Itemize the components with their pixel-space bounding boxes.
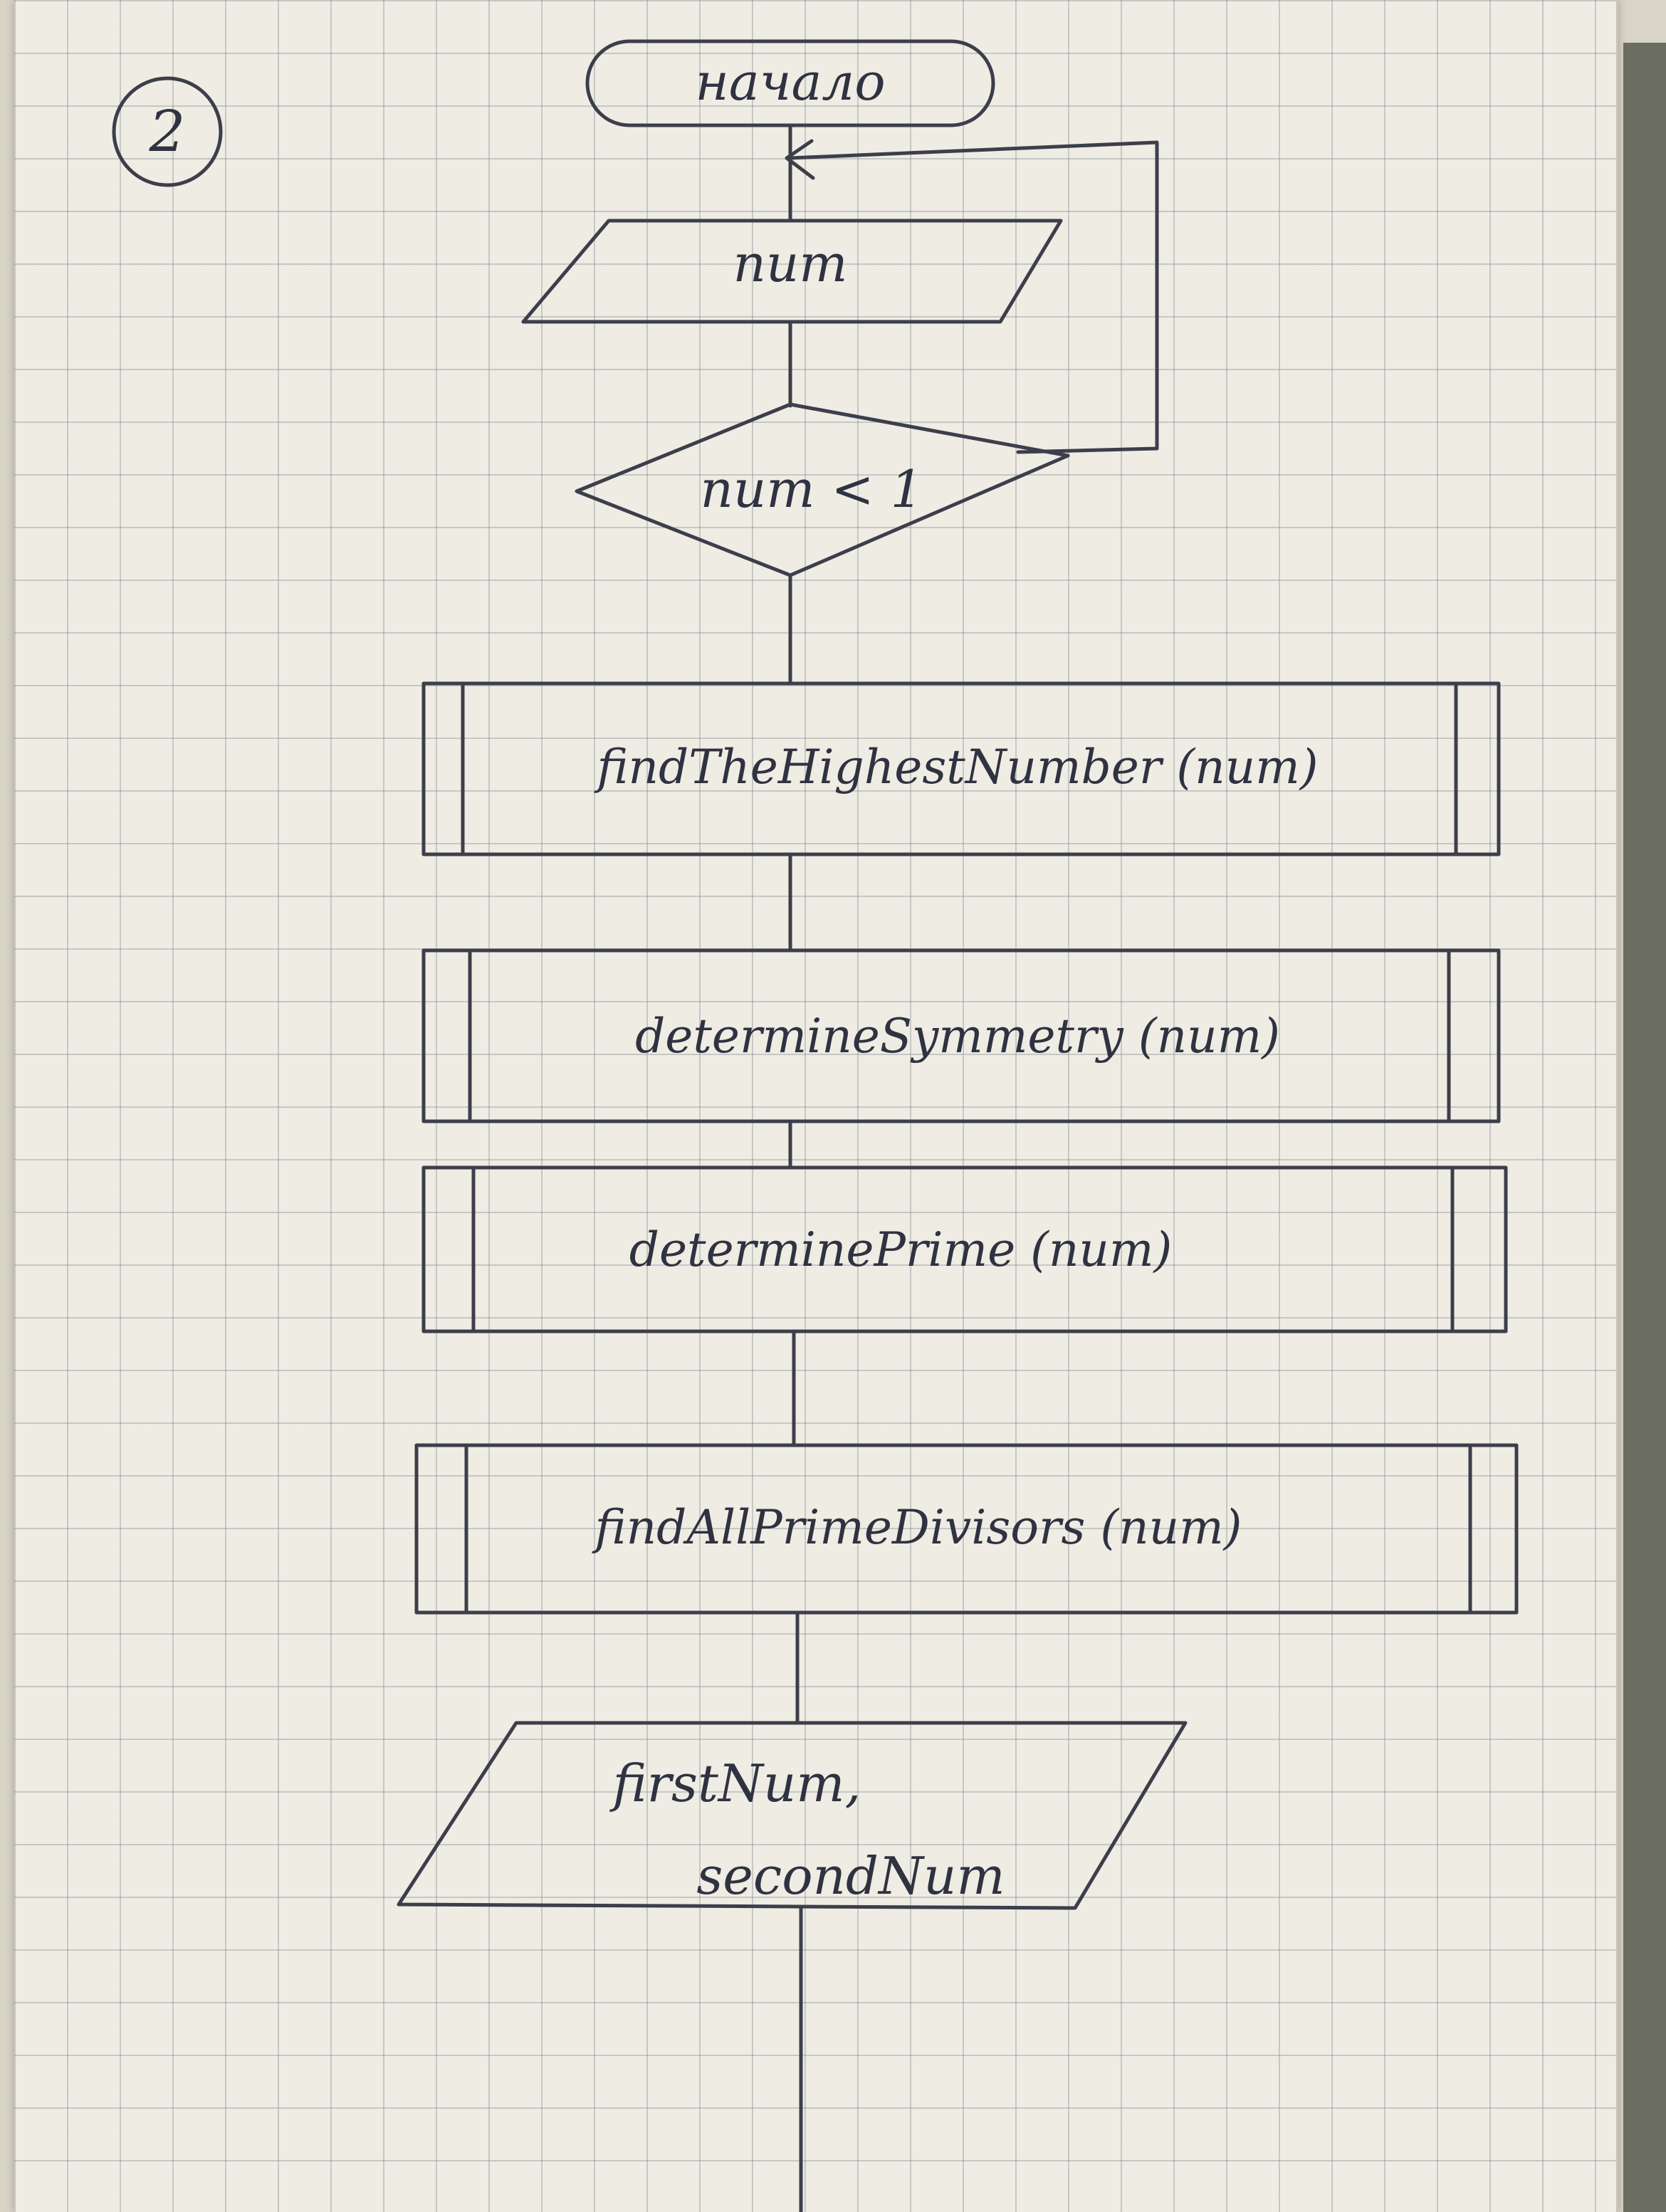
input2-label-line1: firstNum, [609,1754,861,1813]
input2-shape [397,1721,1188,1910]
input-num-label: num [733,234,847,293]
process1-label: findTheHighestNumber (num) [593,740,1318,795]
input-first-second-num-parallelogram: firstNum, secondNum [397,1721,1188,1910]
page-number: 2 [149,98,186,164]
process2-label: determineSymmetry (num) [635,1009,1280,1064]
start-terminator: начало [585,39,995,127]
process4-box [414,1443,1519,1615]
start-label: начало [695,52,885,112]
process3-box [421,1165,1508,1333]
process-find-all-prime-divisors: findAllPrimeDivisors (num) [414,1443,1519,1615]
process-determine-symmetry: determineSymmetry (num) [421,948,1501,1123]
process3-label: determinePrime (num) [629,1222,1172,1277]
process4-label: findAllPrimeDivisors (num) [592,1500,1242,1555]
process1-box [421,681,1501,856]
process-find-highest-number: findTheHighestNumber (num) [421,681,1501,856]
process2-box [421,948,1501,1123]
loop-back-connector [788,140,1159,454]
next-page-edge [1623,43,1666,2212]
process-determine-prime: determinePrime (num) [421,1165,1508,1333]
loop-back-arrowhead [785,139,815,180]
decision-diamond: num < 1 [575,402,1070,577]
input-num-parallelogram: num [521,219,1063,324]
grid-paper-page [14,0,1618,2212]
page-number-marker: 2 [112,76,223,187]
page-number-circle [112,76,223,187]
input2-label-line2: secondNum [696,1846,1005,1906]
decision-label: num < 1 [701,459,923,519]
input-num-shape [521,219,1063,324]
